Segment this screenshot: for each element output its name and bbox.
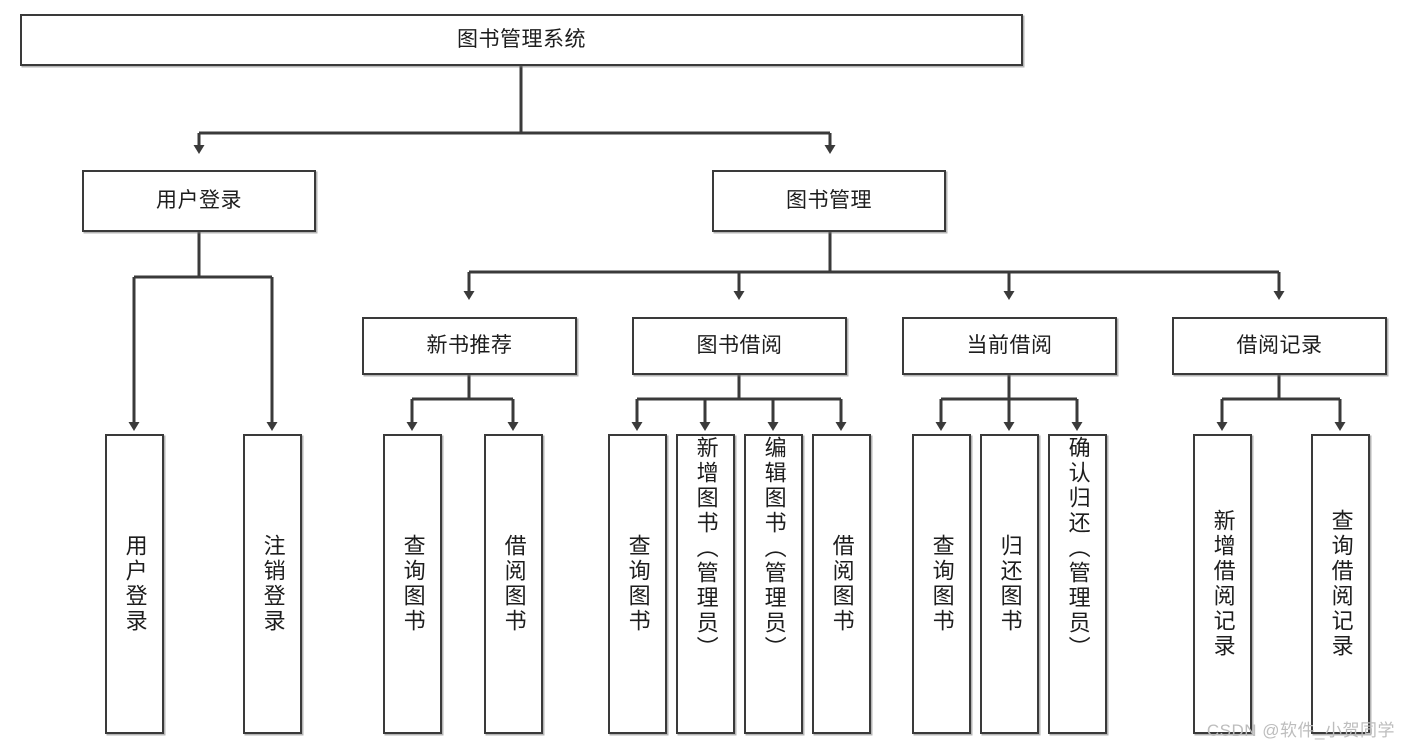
node-leaf-query-book-cb-label: 查询图书 <box>929 534 955 634</box>
node-leaf-edit-book-admin-label: 编辑图书（管理员） <box>761 436 787 661</box>
node-book-borrow[interactable]: 图书借阅 <box>632 317 847 375</box>
node-user-login-label: 用户登录 <box>156 189 242 213</box>
node-book-borrow-label: 图书借阅 <box>696 334 783 358</box>
node-leaf-query-borrow-record[interactable]: 查询借阅记录 <box>1311 434 1370 734</box>
node-leaf-borrow-book-bb-label: 借阅图书 <box>829 534 855 634</box>
node-borrow-record[interactable]: 借阅记录 <box>1172 317 1387 375</box>
node-leaf-query-book-bb[interactable]: 查询图书 <box>608 434 667 734</box>
node-leaf-query-borrow-record-label: 查询借阅记录 <box>1328 509 1354 659</box>
node-root-system-label: 图书管理系统 <box>457 28 586 52</box>
node-leaf-borrow-book-bb[interactable]: 借阅图书 <box>812 434 871 734</box>
node-leaf-user-login-label: 用户登录 <box>122 534 148 634</box>
node-current-borrow[interactable]: 当前借阅 <box>902 317 1117 375</box>
node-leaf-borrow-book-nb[interactable]: 借阅图书 <box>484 434 543 734</box>
node-leaf-query-book-nb-label: 查询图书 <box>400 534 426 634</box>
node-leaf-add-book-admin-label: 新增图书（管理员） <box>693 436 719 661</box>
node-leaf-add-book-admin[interactable]: 新增图书（管理员） <box>676 434 735 734</box>
node-leaf-query-book-nb[interactable]: 查询图书 <box>383 434 442 734</box>
node-leaf-return-book-label: 归还图书 <box>997 534 1023 634</box>
node-leaf-confirm-return-admin[interactable]: 确认归还（管理员） <box>1048 434 1107 734</box>
watermark-text: CSDN @软件_小贺同学 <box>1206 721 1395 740</box>
node-leaf-query-book-bb-label: 查询图书 <box>625 534 651 634</box>
node-leaf-logout-label: 注销登录 <box>260 534 286 634</box>
node-leaf-add-borrow-record-label: 新增借阅记录 <box>1210 509 1236 659</box>
node-leaf-return-book[interactable]: 归还图书 <box>980 434 1039 734</box>
node-new-book-recommend[interactable]: 新书推荐 <box>362 317 577 375</box>
node-leaf-user-login[interactable]: 用户登录 <box>105 434 164 734</box>
node-user-login[interactable]: 用户登录 <box>82 170 316 232</box>
node-borrow-record-label: 借阅记录 <box>1236 334 1323 358</box>
node-new-book-recommend-label: 新书推荐 <box>426 334 513 358</box>
node-book-management-label: 图书管理 <box>786 189 872 213</box>
node-root-system[interactable]: 图书管理系统 <box>20 14 1023 66</box>
node-leaf-add-borrow-record[interactable]: 新增借阅记录 <box>1193 434 1252 734</box>
node-current-borrow-label: 当前借阅 <box>966 334 1053 358</box>
node-leaf-logout[interactable]: 注销登录 <box>243 434 302 734</box>
node-leaf-query-book-cb[interactable]: 查询图书 <box>912 434 971 734</box>
node-book-management[interactable]: 图书管理 <box>712 170 946 232</box>
node-leaf-edit-book-admin[interactable]: 编辑图书（管理员） <box>744 434 803 734</box>
node-leaf-confirm-return-admin-label: 确认归还（管理员） <box>1065 436 1091 661</box>
node-leaf-borrow-book-nb-label: 借阅图书 <box>501 534 527 634</box>
